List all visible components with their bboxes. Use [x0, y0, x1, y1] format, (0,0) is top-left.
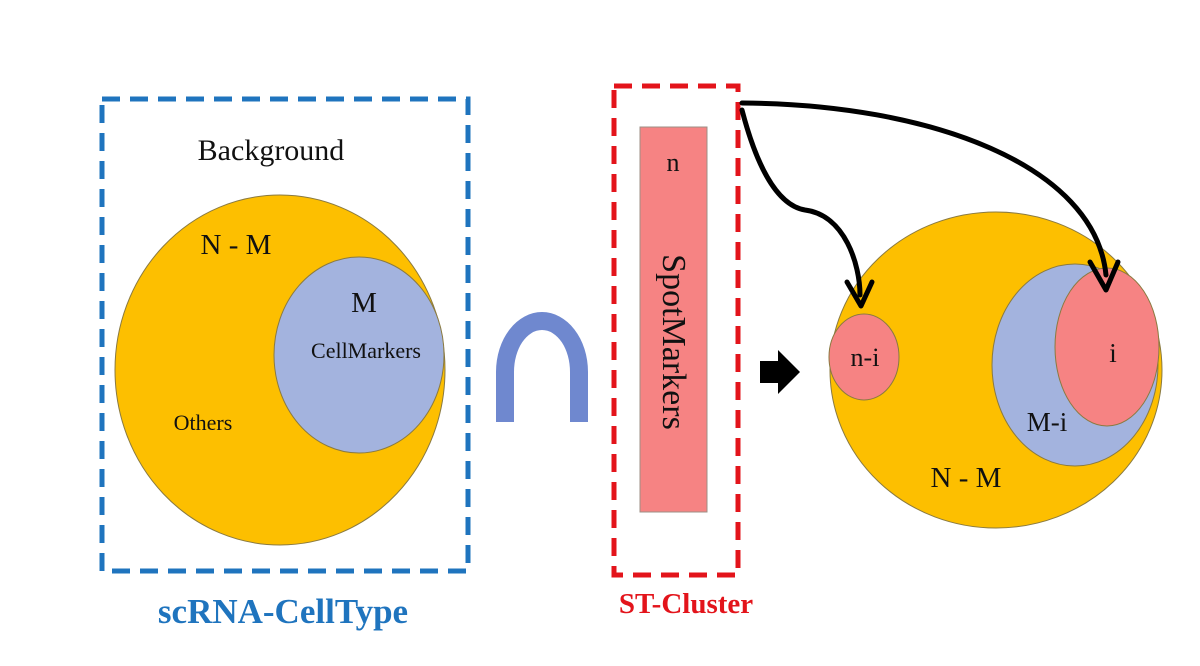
- arrow-to-i-head: [1087, 259, 1121, 293]
- arrow-to-i-curve: [739, 100, 1109, 278]
- others-label: Others: [174, 410, 233, 435]
- st-cluster-caption: ST-Cluster: [619, 588, 753, 620]
- background-label: Background: [198, 134, 345, 167]
- arrow-to-n-minus-i-curve: [739, 107, 863, 298]
- cellmarkers-label: CellMarkers: [311, 338, 421, 363]
- spotmarkers-bar: [639, 126, 708, 513]
- m-label: M: [351, 287, 377, 319]
- scrna-celltype-caption: scRNA-CellType: [158, 592, 408, 631]
- n-minus-m-label: N - M: [201, 229, 272, 261]
- cellmarkers-circle: [273, 256, 445, 454]
- m-minus-i-label: M-i: [1027, 407, 1068, 437]
- result-n-minus-m-label: N - M: [931, 462, 1002, 494]
- right-arrow-icon: [760, 350, 800, 394]
- mapping-arrows: [739, 100, 1121, 309]
- scrna-dashed-frame: [99, 96, 471, 574]
- n-minus-i-circle: [828, 313, 900, 401]
- n-minus-i-label: n-i: [851, 343, 880, 372]
- st-cluster-panel: n SpotMarkers ST-Cluster: [611, 83, 753, 620]
- spot-count-label: n: [667, 148, 680, 177]
- scrna-celltype-panel: Background N - M M CellMarkers Others sc…: [99, 96, 471, 631]
- arrow-to-n-minus-i-head: [844, 279, 875, 309]
- i-label: i: [1109, 338, 1117, 368]
- result-panel: n-i i M-i N - M: [828, 211, 1163, 529]
- intersection-operator-icon: [496, 312, 588, 422]
- st-dashed-frame: [611, 83, 741, 578]
- spotmarkers-label: SpotMarkers: [655, 254, 692, 430]
